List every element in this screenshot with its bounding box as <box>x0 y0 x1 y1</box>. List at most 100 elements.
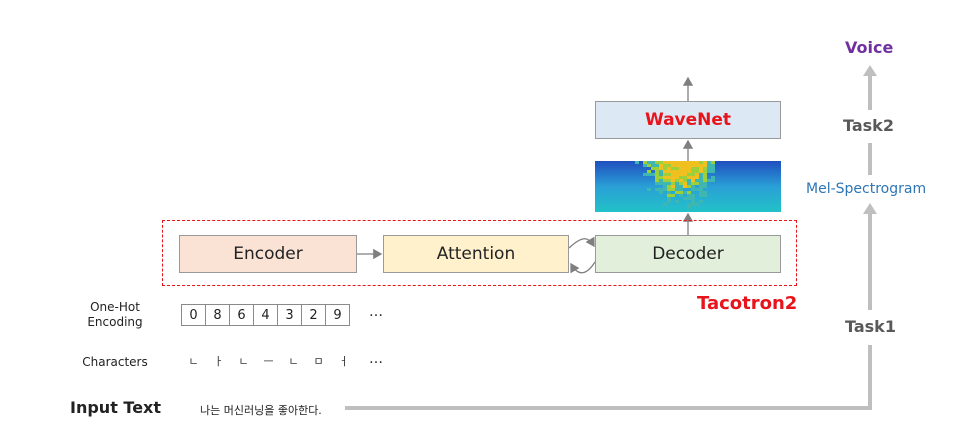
onehot-cell: 3 <box>277 304 302 326</box>
onehot-cells: 0 8 6 4 3 2 9 <box>181 304 350 326</box>
spectrogram-cell <box>695 167 699 170</box>
spectrogram-cell <box>691 188 695 191</box>
encoder-block: Encoder <box>179 235 357 273</box>
spectrogram-cell <box>687 206 691 209</box>
onehot-cell: 9 <box>325 304 350 326</box>
spectrogram-cell <box>659 191 663 194</box>
spectrogram-cell <box>699 194 703 197</box>
spectrogram-cell <box>699 179 703 182</box>
spectrogram-cell <box>711 170 715 173</box>
spectrogram-cell <box>675 176 679 179</box>
spectrogram-cell <box>679 164 683 167</box>
characters-label: Characters <box>82 355 148 369</box>
spectrogram-cell <box>695 170 699 173</box>
characters-ellipsis: … <box>369 351 383 367</box>
spectrogram-cell <box>699 161 703 164</box>
spectrogram-cell <box>647 188 651 191</box>
spectrogram-cell <box>703 182 707 185</box>
spectrogram-cell <box>691 185 695 188</box>
waveform-image <box>594 16 782 70</box>
spectrogram-cell <box>659 173 663 176</box>
spectrogram-cell <box>683 164 687 167</box>
spectrogram-cell <box>691 173 695 176</box>
spectrogram-cell <box>667 197 671 200</box>
encoder-label: Encoder <box>233 244 303 264</box>
spectrogram-cell <box>703 185 707 188</box>
spectrogram-cell <box>659 164 663 167</box>
spectrogram-cell <box>695 203 699 206</box>
onehot-encoding-label: One-Hot Encoding <box>87 300 143 329</box>
spectrogram-cell <box>659 179 663 182</box>
character-item: ㅓ <box>338 355 349 368</box>
spectrogram-cell <box>663 182 667 185</box>
spectrogram-cell <box>699 182 703 185</box>
spectrogram-cell <box>707 167 711 170</box>
spectrogram-cell <box>695 182 699 185</box>
spectrogram-cell <box>695 176 699 179</box>
spectrogram-cell <box>667 170 671 173</box>
spectrogram-cell <box>699 167 703 170</box>
attention-label: Attention <box>436 244 516 264</box>
spectrogram-cell <box>683 185 687 188</box>
spectrogram-cell <box>667 179 671 182</box>
spectrogram-cell <box>679 176 683 179</box>
spectrogram-cell <box>699 164 703 167</box>
spectrogram-cell <box>675 173 679 176</box>
spectrogram-cell <box>651 173 655 176</box>
spectrogram-cell <box>679 179 683 182</box>
arrow-decoder-attention-loop <box>570 261 596 274</box>
spectrogram-cell <box>683 197 687 200</box>
spectrogram-cell <box>679 185 683 188</box>
spectrogram-cell <box>687 197 691 200</box>
spectrogram-cell <box>683 173 687 176</box>
spectrogram-cell <box>679 188 683 191</box>
spectrogram-cell <box>675 185 679 188</box>
spectrogram-cell <box>647 173 651 176</box>
spectrogram-cell <box>679 167 683 170</box>
spectrogram-cell <box>711 179 715 182</box>
spectrogram-cell <box>679 182 683 185</box>
spectrogram-cell <box>699 170 703 173</box>
spectrogram-cell <box>691 203 695 206</box>
spectrogram-cell <box>691 161 695 164</box>
spectrogram-cell <box>655 188 659 191</box>
spectrogram-cell <box>655 164 659 167</box>
spectrogram-cell <box>671 194 675 197</box>
spectrogram-cell <box>695 179 699 182</box>
onehot-cell: 0 <box>181 304 206 326</box>
character-item: ㄴ <box>238 355 249 368</box>
spectrogram-cell <box>663 176 667 179</box>
spectrogram-cell <box>691 176 695 179</box>
spectrogram-cell <box>655 173 659 176</box>
spectrogram-cell <box>655 170 659 173</box>
arrow-voice-head <box>863 65 877 76</box>
character-item: ㅁ <box>313 355 324 368</box>
spectrogram-cell <box>687 176 691 179</box>
spectrogram-cell <box>699 200 703 203</box>
mel-spectrogram-image <box>595 161 781 212</box>
spectrogram-cell <box>675 161 679 164</box>
spectrogram-cell <box>651 167 655 170</box>
spectrogram-cell <box>671 185 675 188</box>
spectrogram-cell <box>687 164 691 167</box>
spectrogram-cell <box>663 188 667 191</box>
spectrogram-cell <box>691 194 695 197</box>
spectrogram-cell <box>667 173 671 176</box>
spectrogram-cell <box>675 182 679 185</box>
character-item: ㅏ <box>213 355 224 368</box>
spectrogram-cell <box>667 188 671 191</box>
input-text-value: 나는 머신러닝을 좋아한다. <box>200 404 322 417</box>
spectrogram-cell <box>691 170 695 173</box>
spectrogram-cell <box>663 185 667 188</box>
arrow-task1-head <box>863 203 877 214</box>
spectrogram-cell <box>671 173 675 176</box>
spectrogram-cell <box>687 170 691 173</box>
spectrogram-cell <box>671 188 675 191</box>
spectrogram-cell <box>679 194 683 197</box>
input-text-label: Input Text <box>70 398 162 417</box>
character-item: ㄴ <box>288 355 299 368</box>
spectrogram-cell <box>659 188 663 191</box>
spectrogram-cell <box>655 176 659 179</box>
spectrogram-cell <box>667 185 671 188</box>
spectrogram-cell <box>671 164 675 167</box>
